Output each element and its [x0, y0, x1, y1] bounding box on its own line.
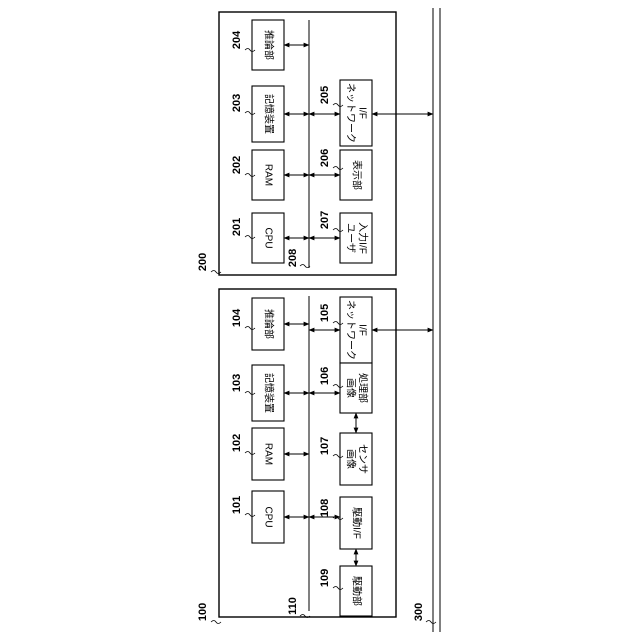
block-205-label-line2: I/F — [356, 107, 367, 119]
block-108-drive-if: 駆動I/F — [340, 497, 372, 549]
block-206-display: 表示部 — [340, 150, 372, 200]
block-101-label: CPU — [262, 506, 273, 527]
block-108-label: 駆動I/F — [350, 507, 363, 539]
ref-207: 207 — [319, 211, 331, 229]
ref-108: 108 — [319, 499, 331, 517]
block-107-image-sensor: 画像 センサ — [340, 433, 372, 485]
block-102-label: RAM — [262, 443, 273, 465]
block-202-label: RAM — [262, 164, 273, 186]
ref-201: 201 — [231, 218, 243, 236]
ref-200: 200 — [197, 253, 209, 271]
block-203-label: 記憶装置 — [262, 94, 275, 134]
block-106-image-processor: 画像 処理部 — [340, 363, 372, 413]
block-204-label: 推論部 — [262, 30, 275, 60]
ref-202: 202 — [231, 156, 243, 174]
block-205-network-if: ネットワーク I/F — [340, 80, 372, 146]
ref-203: 203 — [231, 94, 243, 112]
block-104-label: 推論部 — [262, 309, 275, 339]
block-106-label-line1: 画像 — [344, 378, 356, 398]
block-105-label-line1: ネットワーク — [344, 300, 356, 360]
ref-300: 300 — [413, 603, 425, 621]
ref-206: 206 — [319, 149, 331, 167]
block-206-label: 表示部 — [350, 160, 363, 190]
block-201-label: CPU — [262, 227, 273, 248]
block-105-network-if: ネットワーク I/F — [340, 297, 372, 363]
ref-110: 110 — [287, 597, 299, 615]
block-103-storage: 記憶装置 — [252, 365, 284, 421]
block-109-label: 駆動部 — [350, 576, 363, 606]
ref-205: 205 — [319, 86, 331, 104]
block-107-label-line1: 画像 — [344, 449, 356, 469]
block-201-cpu: CPU — [252, 213, 284, 263]
ref-107: 107 — [319, 437, 331, 455]
block-207-label-line1: ユーザ — [344, 223, 356, 253]
block-107-label-line2: センサ — [356, 444, 368, 474]
block-101-cpu: CPU — [252, 491, 284, 543]
ref-106: 106 — [319, 367, 331, 385]
block-103-label: 記憶装置 — [262, 373, 275, 413]
tilde-300 — [426, 621, 436, 624]
block-202-ram: RAM — [252, 150, 284, 200]
block-102-ram: RAM — [252, 428, 284, 480]
ref-204: 204 — [231, 30, 243, 49]
block-109-drive-unit: 駆動部 — [340, 566, 372, 616]
ref-102: 102 — [231, 434, 243, 452]
block-207-user-input-if: ユーザ 入力I/F — [340, 213, 372, 263]
block-203-storage: 記憶装置 — [252, 86, 284, 142]
block-205-label-line1: ネットワーク — [344, 83, 356, 143]
ref-104: 104 — [231, 308, 243, 327]
ref-105: 105 — [319, 304, 331, 322]
block-207-label-line2: 入力I/F — [356, 222, 369, 254]
ref-109: 109 — [319, 569, 331, 587]
ref-103: 103 — [231, 374, 243, 392]
block-105-label-line2: I/F — [356, 324, 367, 336]
block-106-label-line2: 処理部 — [356, 373, 369, 403]
ref-208: 208 — [287, 249, 299, 267]
block-204-inference-unit: 推論部 — [252, 20, 284, 70]
ref-101: 101 — [231, 496, 243, 514]
block-104-inference-unit: 推論部 — [252, 298, 284, 350]
ref-100: 100 — [197, 603, 209, 621]
tilde-100 — [211, 621, 221, 624]
